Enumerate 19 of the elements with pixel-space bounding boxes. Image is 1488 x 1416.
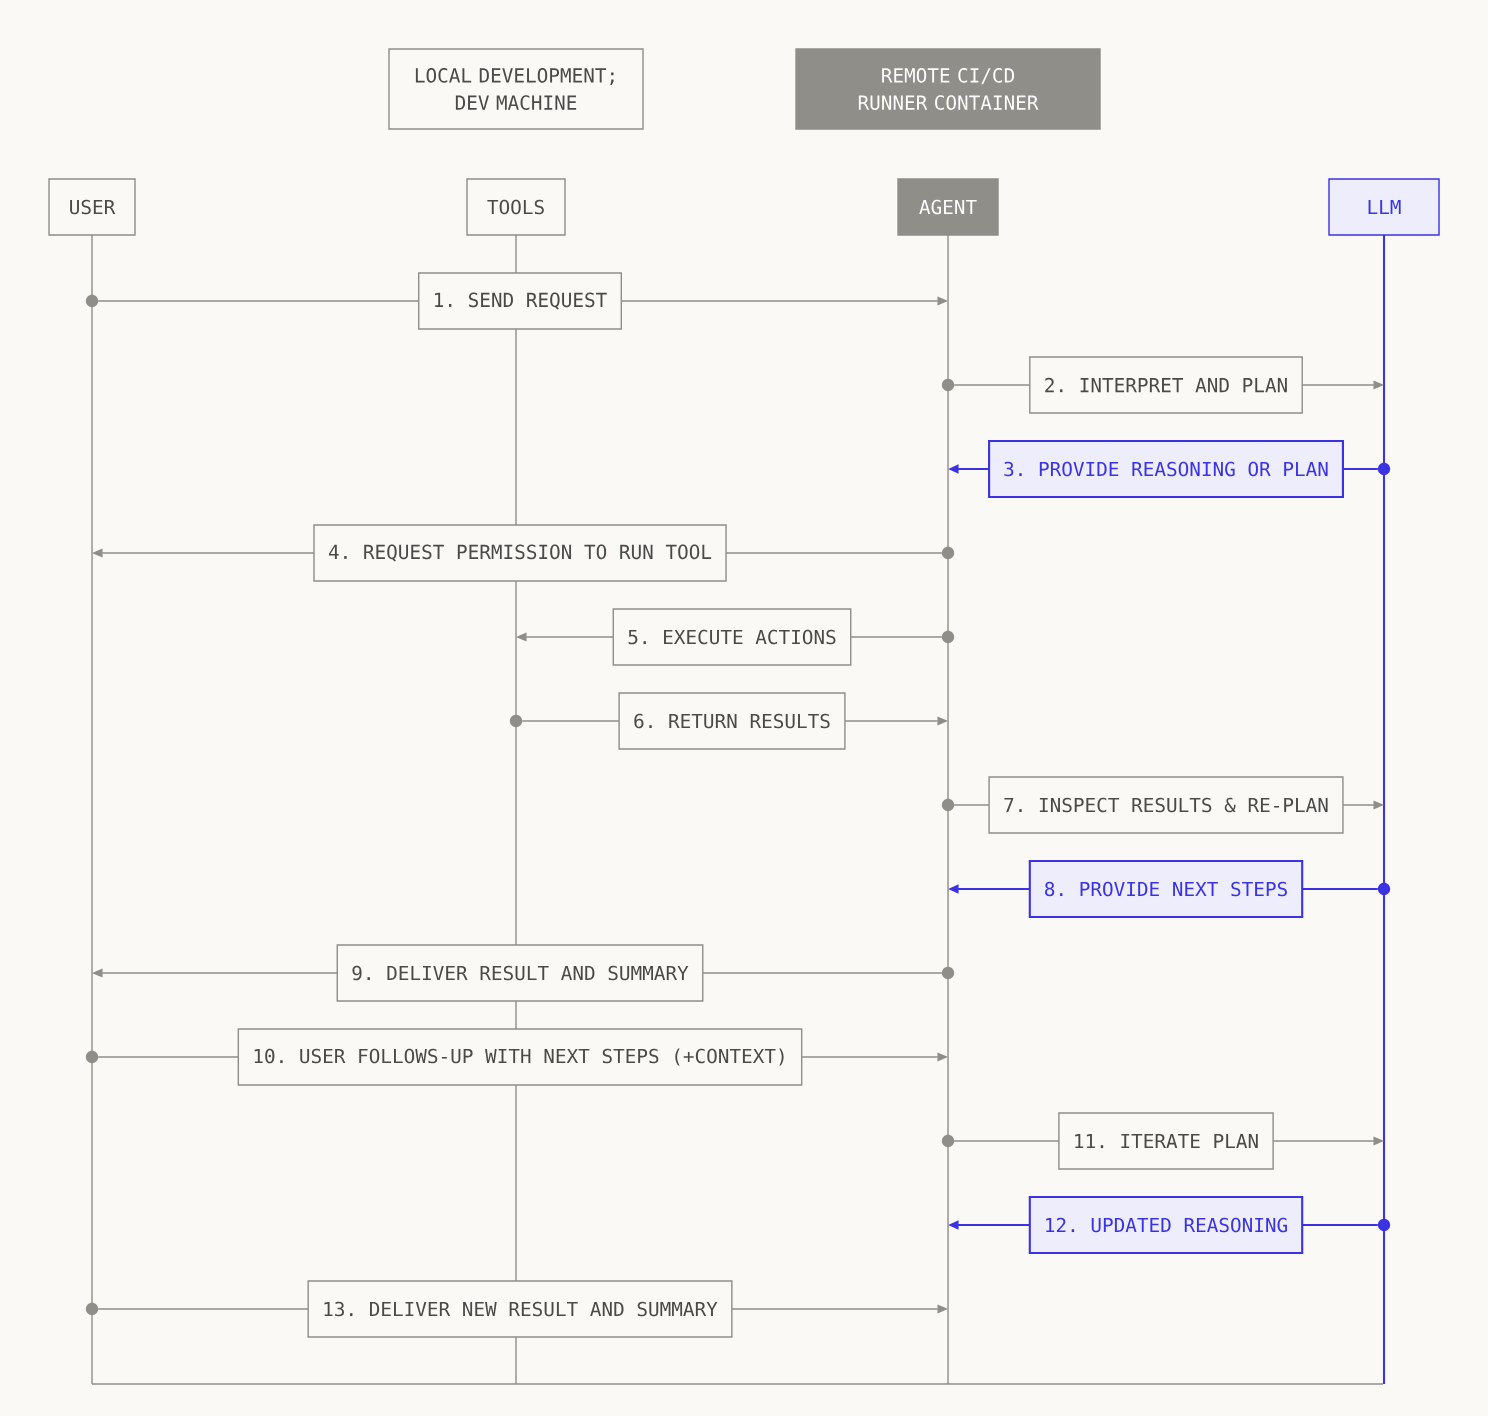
actor-box: TOOLS bbox=[466, 178, 566, 236]
edge-label: 12. UPDATED REASONING bbox=[1028, 1195, 1304, 1255]
edge-label: 3. PROVIDE REASONING OR PLAN bbox=[988, 439, 1344, 499]
edge-label: 8. PROVIDE NEXT STEPS bbox=[1028, 859, 1304, 919]
edge-label: 4. REQUEST PERMISSION TO RUN TOOL bbox=[313, 524, 727, 582]
edge-label: 7. INSPECT RESULTS & RE-PLAN bbox=[988, 776, 1344, 834]
actor-box: LLM bbox=[1328, 178, 1440, 236]
actor-box: USER bbox=[48, 178, 136, 236]
group-header-box: LOCAL DEVELOPMENT; DEV MACHINE bbox=[388, 48, 644, 130]
group-header-box: REMOTE CI/CD RUNNER CONTAINER bbox=[795, 48, 1101, 130]
edge-label: 9. DELIVER RESULT AND SUMMARY bbox=[336, 944, 704, 1002]
edge-label: 13. DELIVER NEW RESULT AND SUMMARY bbox=[307, 1280, 733, 1338]
edge-label: 2. INTERPRET AND PLAN bbox=[1029, 356, 1303, 414]
edge-label: 6. RETURN RESULTS bbox=[618, 692, 846, 750]
edge-label: 5. EXECUTE ACTIONS bbox=[612, 608, 852, 666]
actor-box: AGENT bbox=[897, 178, 999, 236]
edge-label: 11. ITERATE PLAN bbox=[1058, 1112, 1274, 1170]
edge-label: 1. SEND REQUEST bbox=[418, 272, 622, 330]
edge-label: 10. USER FOLLOWS-UP WITH NEXT STEPS (+CONTEXT) bbox=[237, 1028, 803, 1086]
